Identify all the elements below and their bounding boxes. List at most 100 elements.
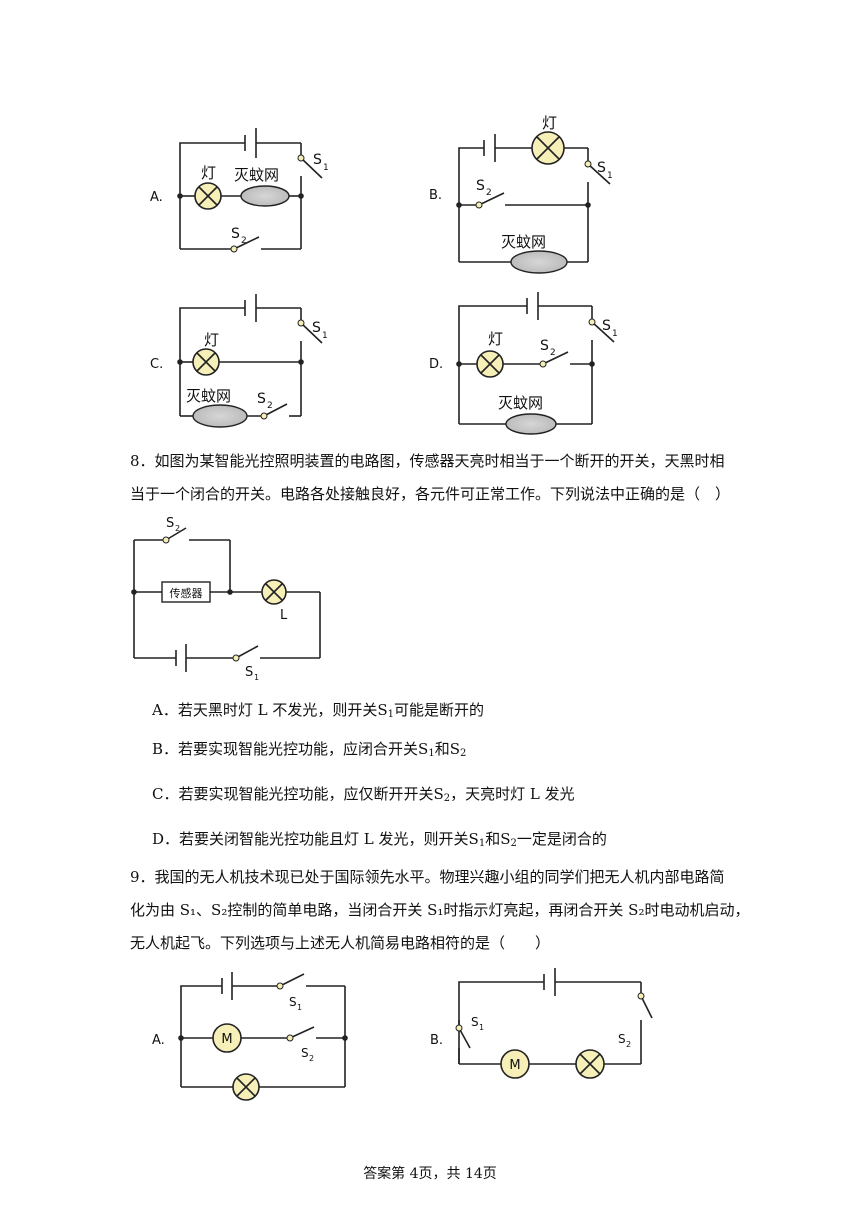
question-8-line1: 8．如图为某智能光控照明装置的电路图，传感器天亮时相当于一个断开的开关，天黑时相 [130,452,725,470]
switch-subscript: 2 [443,793,451,804]
motor-icon [500,1049,530,1079]
switch-s1-sub: 1 [323,163,329,173]
switch-s2-sub: 2 [626,1040,631,1049]
net-label: 灭蚊网 [186,387,231,405]
switch-s1-label: S [602,318,611,334]
conjunction: 和 [434,740,450,758]
net-label: 灭蚊网 [501,233,546,251]
question-9-line2: 化为由 S₁、S₂控制的简单电路，当闭合开关 S₁时指示灯亮起，再闭合开关 S₂… [130,901,750,919]
switch-subscript: 1 [387,709,394,720]
lamp-icon [232,1073,260,1101]
switch-symbol: S [468,830,479,848]
option-8d-text-end: 一定是闭合的 [516,830,607,848]
switch-s1-label: S [471,1015,479,1029]
switch-subscript: 1 [428,748,435,759]
mosquito-net-icon [510,250,568,274]
lamp-icon [531,131,565,165]
option-letter: A. [152,1033,165,1048]
switch-s1-label: S [313,152,322,168]
option-8a: A．若天黑时灯 L 不发光，则开关S1可能是断开的 [152,699,484,720]
option-8d-text: D．若要关闭智能光控功能且灯 L 发光，则开关 [152,830,469,848]
switch-s2-sub: 2 [241,236,247,246]
switch-subscript: 2 [459,748,467,759]
switch-s1-label: S [312,320,321,336]
page-footer: 答案第 4页，共 14页 [363,1166,497,1182]
switch-symbol: S [433,785,444,803]
switch-s1-sub: 1 [607,171,613,181]
option-8c: C．若要实现智能光控功能，应仅断开开关S2，天亮时灯 L 发光 [152,783,575,804]
mosquito-net-icon [505,413,557,435]
switch-s1-label: S [245,665,253,680]
conjunction: 和 [485,830,501,848]
switch-s1-sub: 1 [254,673,259,682]
mosquito-net-icon [240,185,290,207]
circuit-7a [179,128,323,250]
circuit-9a [180,972,346,1088]
question-9: 9．我国的无人机技术现已处于国际领先水平。物理兴趣小组的同学们把无人机内部电路简… [130,861,790,960]
option-letter: B. [429,188,442,203]
switch-s1-label: S [289,995,297,1009]
switch-s1-sub: 1 [479,1023,484,1032]
switch-contacts [162,154,645,1042]
circuit-9b [458,968,653,1065]
switch-s2-sub: 2 [175,524,180,533]
option-letter: B. [430,1033,443,1048]
option-8c-text: C．若要实现智能光控功能，应仅断开开关 [152,785,434,803]
option-8c-text-end: ，天亮时灯 L 发光 [450,785,575,803]
switch-s2-sub: 2 [309,1054,314,1063]
option-8b-text: B．若要实现智能光控功能，应闭合开关 [152,740,419,758]
option-8b: B．若要实现智能光控功能，应闭合开关S1和S2 [152,738,466,759]
circuit-8 [133,527,321,672]
switch-subscript: 1 [478,838,486,849]
lamp-icon [575,1049,605,1079]
motor-label: M [221,1032,232,1047]
switch-s2-label: S [257,391,266,407]
switch-s2-sub: 2 [267,401,273,411]
option-8a-text: A．若天黑时灯 L 不发光，则开关 [152,701,378,719]
mosquito-net-icon [192,404,248,428]
option-letter: D. [429,357,443,372]
lamp-icon [261,579,287,605]
option-8d: D．若要关闭智能光控功能且灯 L 发光，则开关S1和S2一定是闭合的 [152,828,607,849]
switch-s1-sub: 1 [612,329,618,339]
switch-s2-label: S [540,338,549,354]
motor-label: M [509,1058,520,1073]
switch-s1-sub: 1 [322,331,328,341]
lamp-L-label: L [280,608,288,623]
question-8-line2: 当于一个闭合的开关。电路各处接触良好，各元件可正常工作。下列说法中正确的是（ ） [130,485,731,503]
option-letter: C. [150,357,163,372]
lamp-icon [194,182,222,210]
lamp-label: 灯 [201,164,216,182]
switch-s2-label: S [301,1046,309,1060]
net-label: 灭蚊网 [234,166,279,184]
sensor-box [161,581,211,603]
switch-s2-label: S [231,226,240,242]
lamp-label: 灯 [542,114,557,132]
switch-s2-label: S [476,178,485,194]
switch-symbol: S [377,701,388,719]
option-letter: A. [150,190,163,205]
option-8a-text-end: 可能是断开的 [394,701,485,719]
sensor-label: 传感器 [170,587,203,600]
lamp-label: 灯 [204,331,219,349]
lamp-icon [192,348,220,376]
junction-dots [131,193,595,1041]
switch-s1-label: S [597,160,606,176]
question-9-line1: 9．我国的无人机技术现已处于国际领先水平。物理兴趣小组的同学们把无人机内部电路简 [130,868,725,886]
switch-symbol: S [418,740,429,758]
lamp-label: 灯 [488,330,503,348]
lamp-icon [476,350,504,378]
switch-subscript: 2 [510,838,517,849]
switch-symbol: S [449,740,460,758]
switch-s2-sub: 2 [550,348,556,358]
motor-icon [212,1023,242,1053]
question-8: 8．如图为某智能光控照明装置的电路图，传感器天亮时相当于一个断开的开关，天黑时相… [130,445,790,511]
switch-symbol: S [500,830,511,848]
switch-s2-sub: 2 [486,188,492,198]
net-label: 灭蚊网 [498,394,543,412]
question-9-line3: 无人机起飞。下列选项与上述无人机简易电路相符的是（ ） [130,934,551,952]
switch-s2-label: S [166,516,174,531]
switch-s1-sub: 1 [297,1003,302,1012]
switch-s2-label: S [618,1032,626,1046]
